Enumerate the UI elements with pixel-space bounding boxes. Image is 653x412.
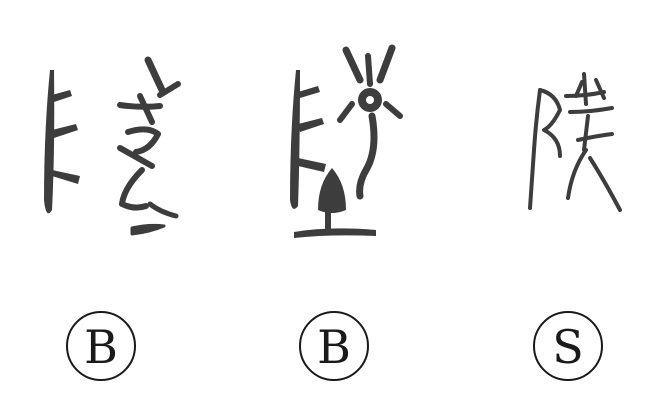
badge-letter: B <box>317 320 351 374</box>
label-badge-bronze-1: B <box>66 311 136 381</box>
label-badge-seal: S <box>533 311 603 381</box>
label-badge-bronze-2: B <box>299 311 369 381</box>
badge-letter: B <box>84 320 118 374</box>
glyph-bronze-1 <box>44 56 181 236</box>
glyph-seal <box>528 72 622 212</box>
glyph-bronze-2 <box>290 44 403 238</box>
badge-letter: S <box>552 320 584 374</box>
